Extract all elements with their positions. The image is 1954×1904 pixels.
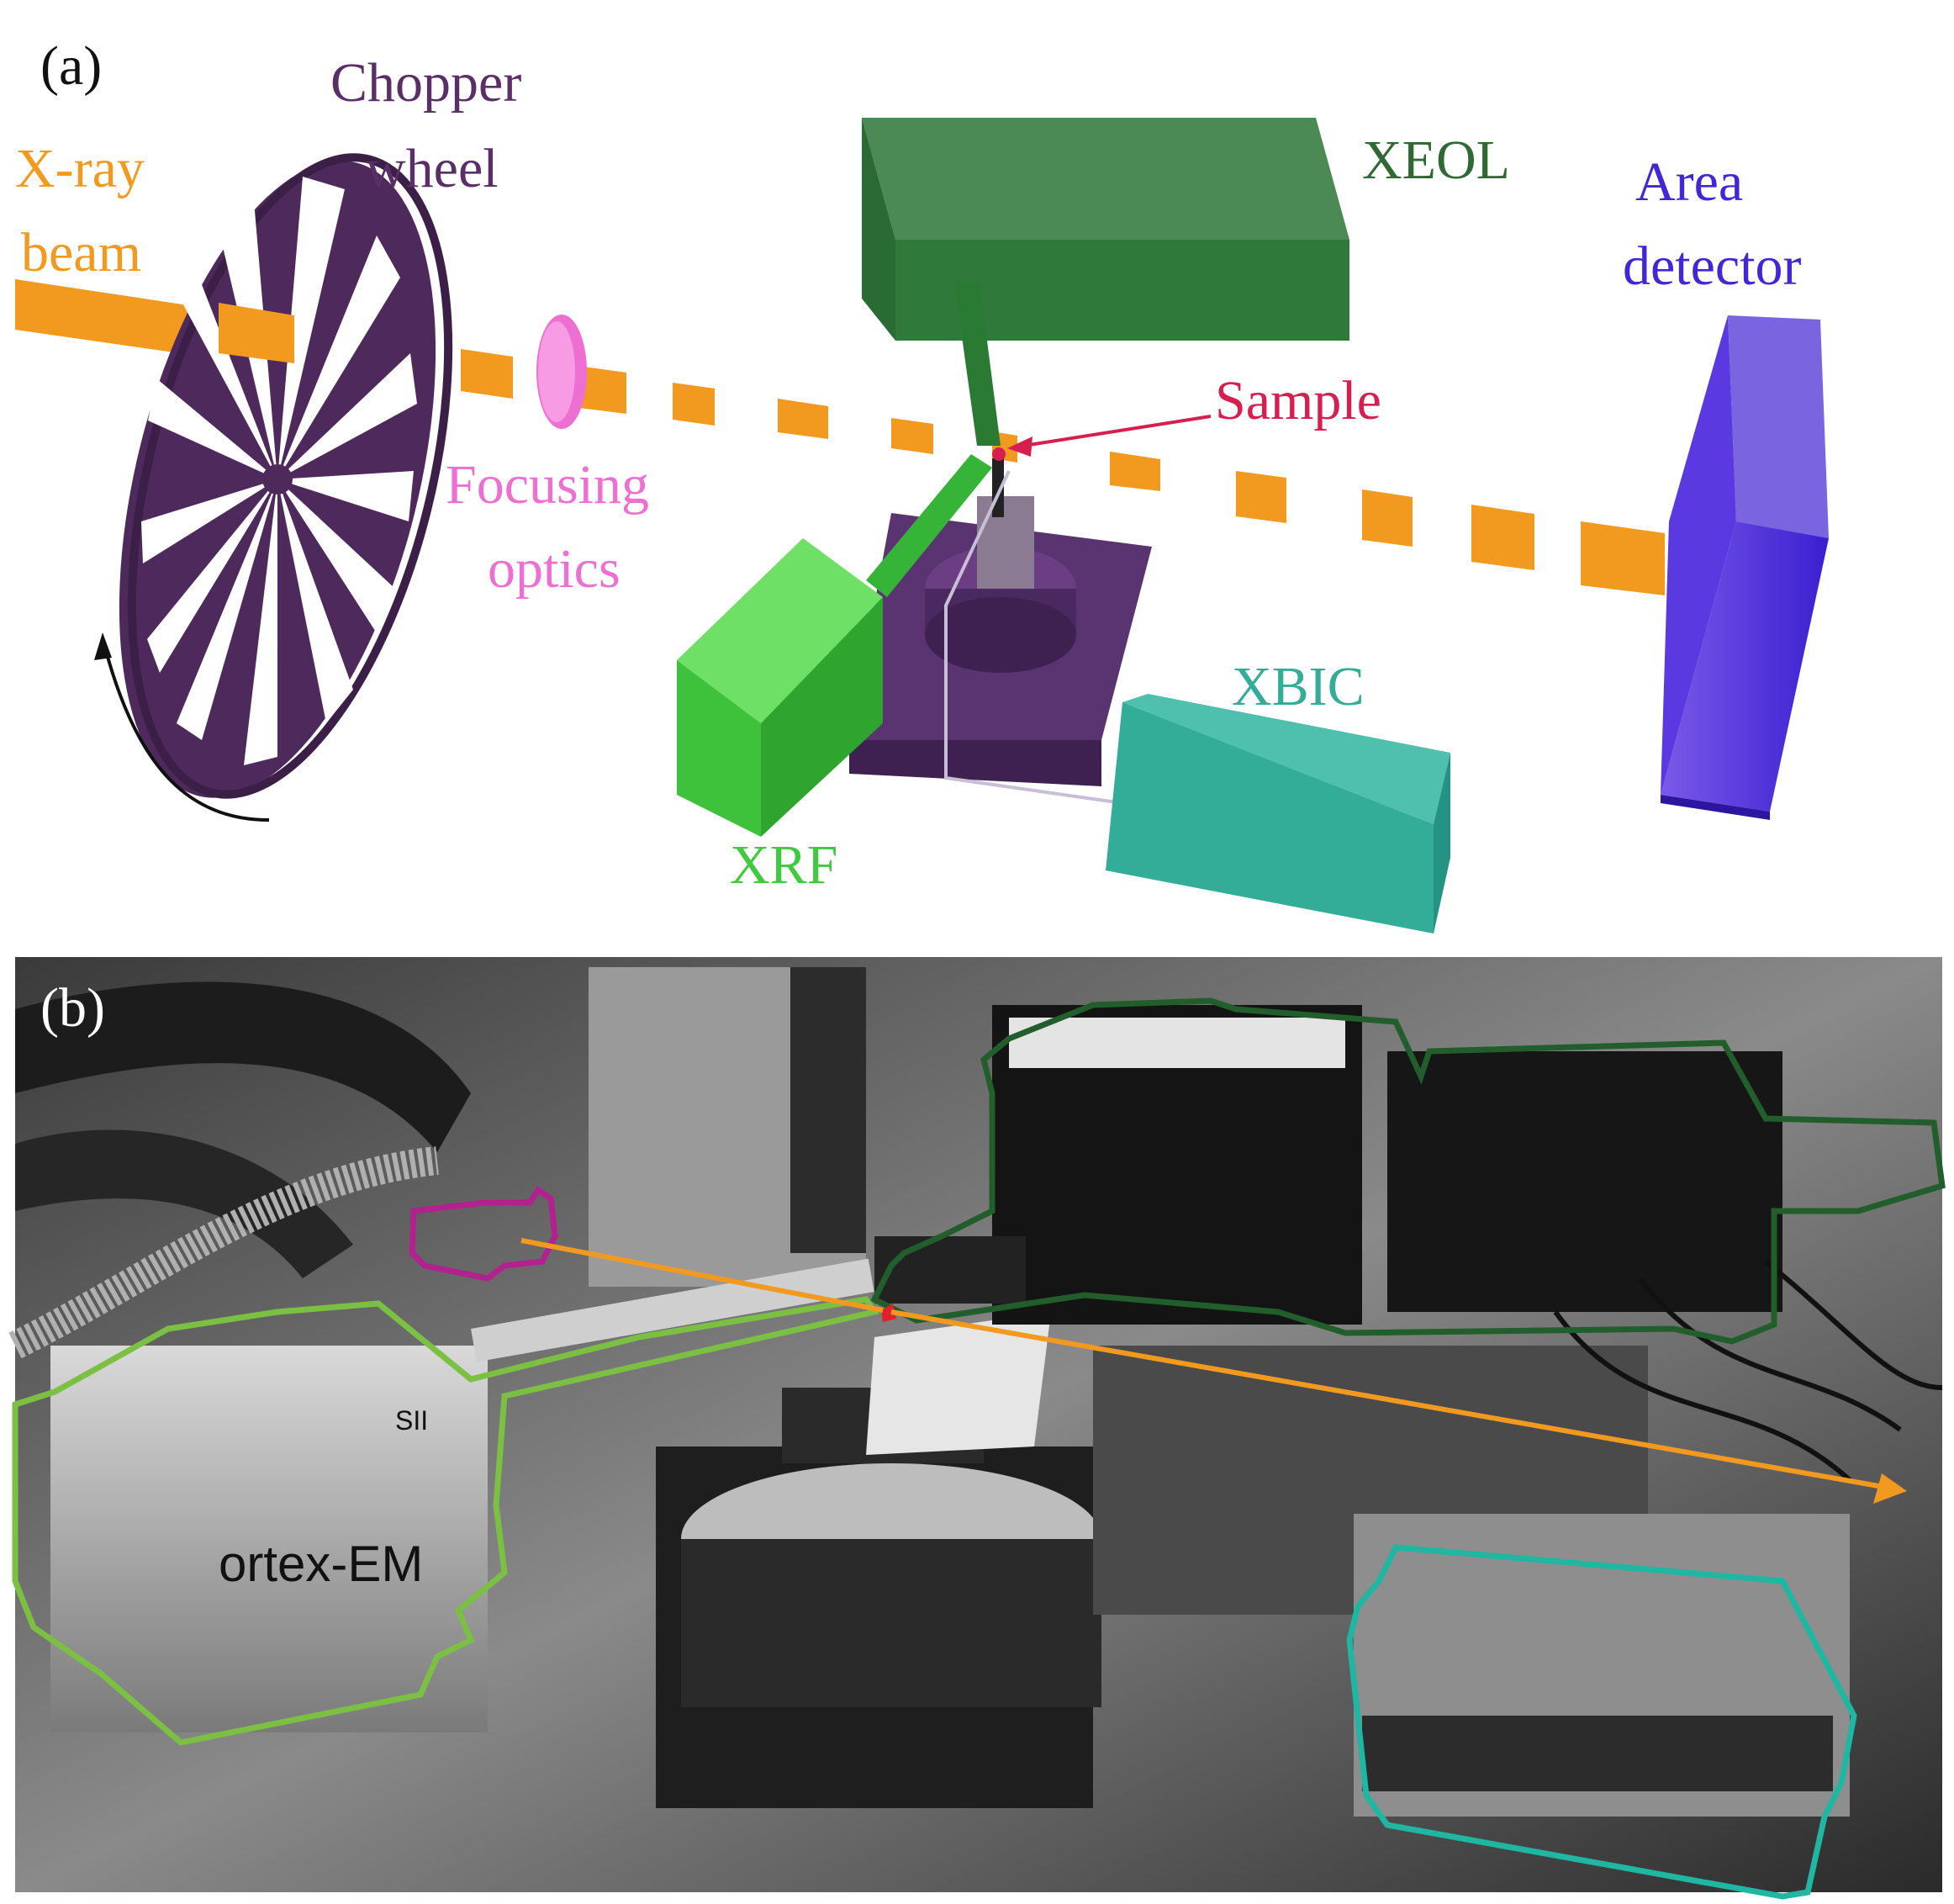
- beam-dash-2: [461, 349, 513, 399]
- area-detector: [1661, 315, 1829, 820]
- rotation-arrowhead: [94, 632, 112, 660]
- panel-a: (a): [15, 35, 1829, 933]
- label-chopper-2: wheel: [366, 138, 499, 199]
- beam-dash-10: [1362, 489, 1413, 547]
- xbic-amplifier: [1106, 694, 1450, 933]
- label-sample: Sample: [1215, 370, 1381, 431]
- beam-arrow-head: [1873, 1473, 1907, 1504]
- chopper-wheel: [94, 153, 453, 822]
- label-focusing-1: Focusing: [446, 454, 649, 516]
- beam-dash-6: [891, 418, 933, 454]
- vortex-detector: [50, 1346, 488, 1732]
- chopper-hub: [262, 464, 293, 495]
- vendor-mark: SII: [395, 1405, 428, 1436]
- sample-pointer-line: [1012, 415, 1212, 449]
- label-xray-1: X-ray: [15, 138, 145, 199]
- label-xeol: XEOL: [1362, 130, 1510, 191]
- chopper-rim: [127, 153, 453, 799]
- panel-a-label: (a): [40, 35, 102, 97]
- label-xbic: XBIC: [1232, 656, 1365, 717]
- rotation-arrow: [103, 647, 270, 822]
- xeol-detector: [862, 118, 1349, 446]
- sample-point: [992, 447, 1006, 461]
- label-xray-2: beam: [21, 222, 141, 283]
- sample-marker: [881, 1304, 896, 1322]
- xrf-detector: [677, 454, 992, 837]
- label-chopper-1: Chopper: [330, 52, 521, 114]
- label-area-2: detector: [1623, 235, 1802, 297]
- flex-hose: [8, 1146, 439, 1359]
- beam-solid-segment: [15, 279, 227, 360]
- xeol-outline: [870, 997, 1946, 1345]
- beam-dash-4: [673, 383, 715, 426]
- beam-arrow-incoming: [520, 1238, 884, 1313]
- xeol-tube: [954, 282, 1001, 446]
- beam-dash-11: [1471, 505, 1534, 570]
- xbic-wire: [944, 470, 1123, 805]
- xrf-snout: [866, 454, 992, 597]
- beam-dash-5: [778, 399, 828, 439]
- beam-dash-9: [1236, 471, 1286, 523]
- chopper-slots: [141, 177, 417, 765]
- optics-outline: [409, 1186, 558, 1282]
- sample-pointer-head: [1007, 436, 1032, 457]
- label-focusing-2: optics: [488, 538, 621, 600]
- xbic-outline: [1346, 1544, 1857, 1900]
- sample-stage: [849, 458, 1152, 805]
- vortex-brand: ortex-EM: [219, 1536, 423, 1592]
- beam-through-chopper: [219, 303, 294, 363]
- panel-b-label: (b): [40, 977, 105, 1039]
- beam-dash-8: [1110, 452, 1160, 491]
- xrf-snout-photo: [471, 1258, 874, 1362]
- label-area-1: Area: [1635, 151, 1743, 213]
- hoses: [15, 981, 471, 1152]
- xrf-outline: [12, 1296, 879, 1746]
- beam-dash-12: [1581, 521, 1665, 595]
- sample-plate: [866, 1312, 1051, 1455]
- cables: [1553, 1259, 1943, 1483]
- beam-arrow-outgoing: [890, 1309, 1884, 1489]
- label-xrf: XRF: [730, 834, 837, 896]
- focusing-optics-face: [538, 321, 575, 422]
- panel-b: ortex-EM SII (b): [8, 957, 1946, 1900]
